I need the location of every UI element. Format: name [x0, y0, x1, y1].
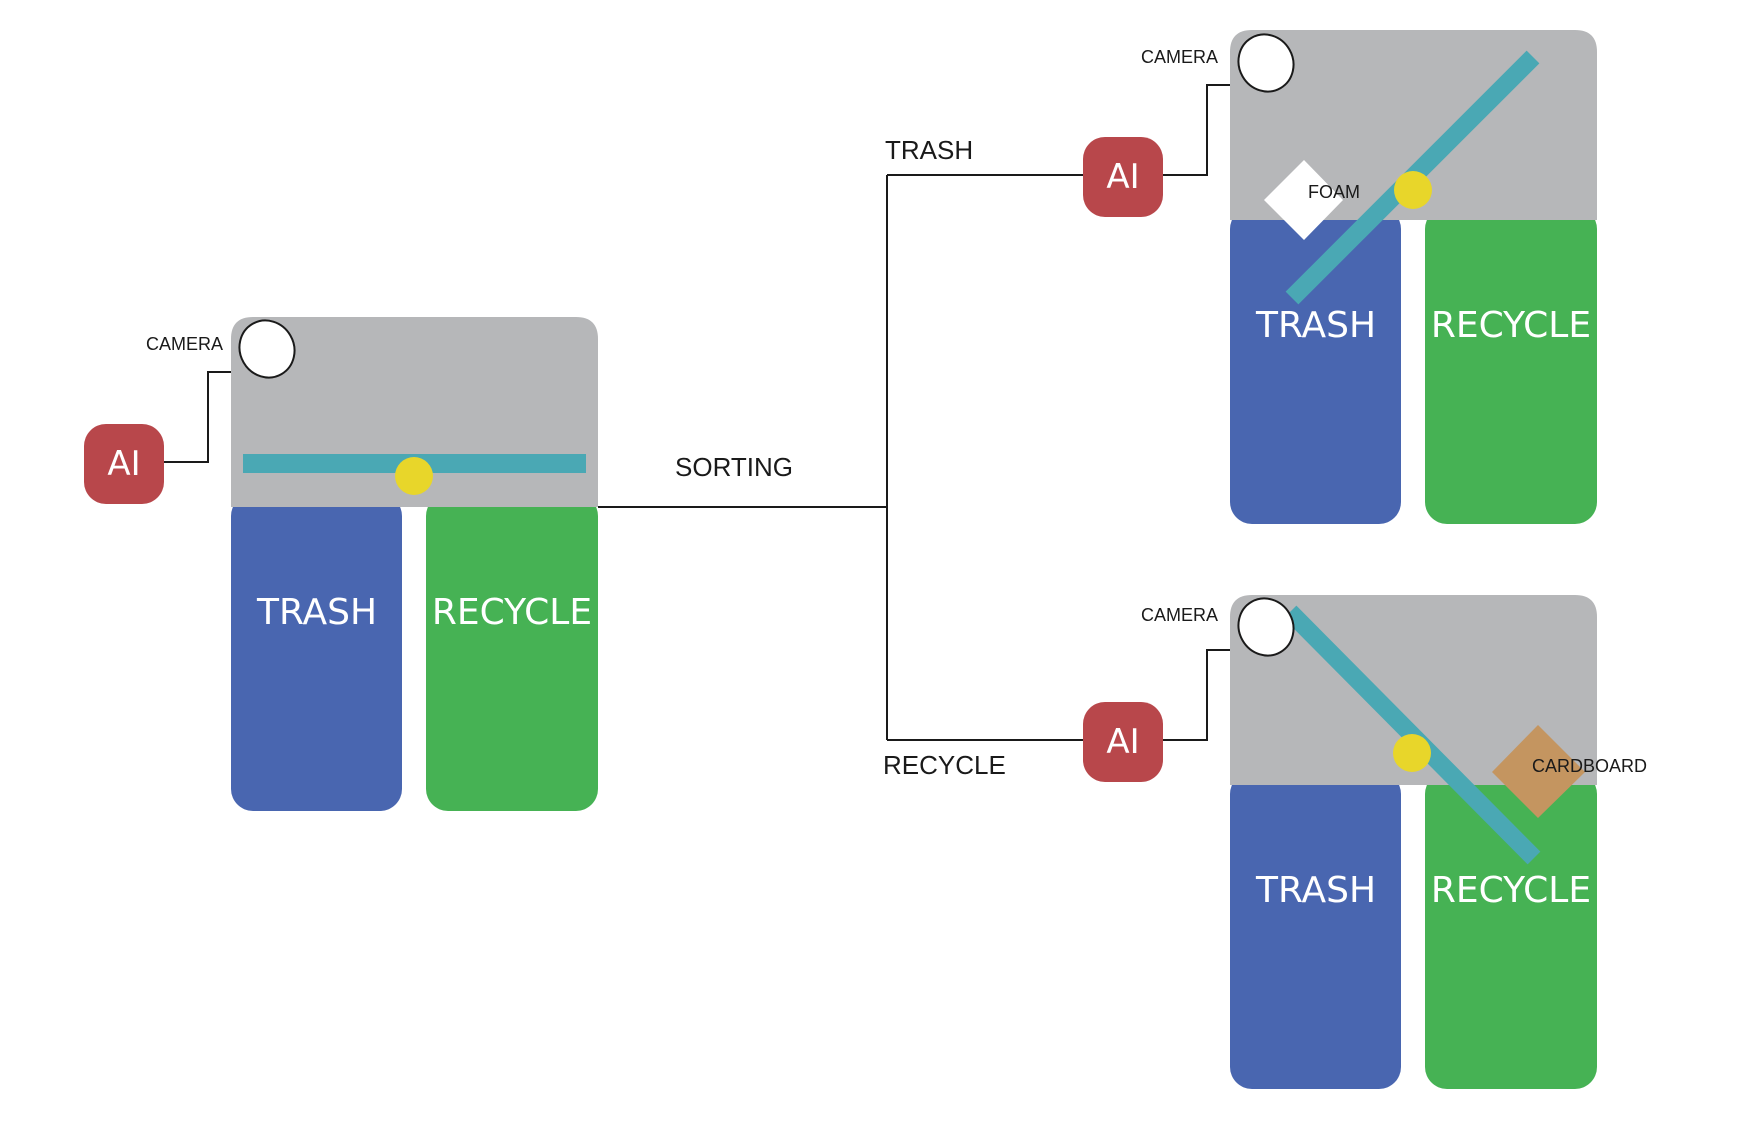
- ai-label: AI: [107, 444, 140, 484]
- recycle-bin: [426, 494, 598, 811]
- sorter-unit-recycle-state: AI CARDBOARD CAMERA TRASH RECYCLE: [1083, 595, 1647, 1089]
- recycle-bin: [1425, 207, 1597, 524]
- ai-label: AI: [1106, 157, 1139, 197]
- sorter-unit-trash-state: AI FOAM CAMERA TRASH RECYCLE: [1083, 30, 1597, 524]
- camera-label: CAMERA: [1141, 605, 1218, 625]
- camera-label: CAMERA: [1141, 47, 1218, 67]
- foam-diamond-icon: [1264, 160, 1343, 240]
- recycle-bin: [1425, 772, 1597, 1089]
- ai-box: [84, 424, 164, 504]
- cardboard-diamond-icon: [1492, 725, 1585, 818]
- camera-wire: [1163, 84, 1243, 176]
- recycle-bin-label: RECYCLE: [432, 592, 592, 633]
- pivot-icon: [1394, 171, 1432, 209]
- pivot-icon: [1393, 734, 1431, 772]
- camera-wire: [1163, 649, 1243, 741]
- trash-bin: [1230, 772, 1401, 1089]
- trash-bin-label: TRASH: [1255, 305, 1376, 346]
- branch-wires: [598, 174, 1085, 741]
- trash-branch-label: TRASH: [885, 135, 973, 165]
- camera-wire: [164, 371, 244, 463]
- camera-icon: [1237, 597, 1295, 657]
- trash-bin: [1230, 207, 1401, 524]
- trash-bin: [231, 494, 402, 811]
- camera-icon: [238, 319, 296, 379]
- recycle-bin-label: RECYCLE: [1431, 305, 1591, 346]
- trash-bin-label: TRASH: [1255, 870, 1376, 911]
- ai-label: AI: [1106, 722, 1139, 762]
- item-label: FOAM: [1308, 182, 1360, 202]
- camera-icon: [1237, 33, 1295, 93]
- recycle-branch-label: RECYCLE: [883, 750, 1006, 780]
- item-label: CARDBOARD: [1532, 756, 1647, 776]
- pivot-icon: [395, 457, 433, 495]
- ai-box: [1083, 702, 1163, 782]
- trash-bin-label: TRASH: [256, 592, 377, 633]
- ai-box: [1083, 137, 1163, 217]
- recycle-bin-label: RECYCLE: [1431, 870, 1591, 911]
- sorter-unit-idle: AI CAMERA TRASH RECYCLE: [84, 317, 598, 811]
- camera-label: CAMERA: [146, 334, 223, 354]
- sorting-label: SORTING: [675, 452, 793, 482]
